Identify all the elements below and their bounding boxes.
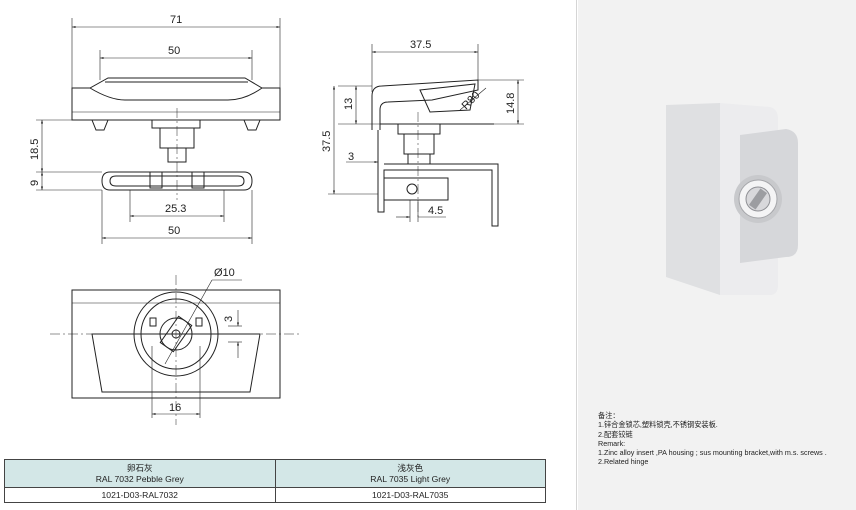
side-dim-4-5: 4.5 (428, 205, 443, 217)
front-view: 71 50 18.5 9 (29, 14, 281, 244)
side-view: 37.5 13 37.5 14.8 R80 3 (321, 39, 524, 227)
color-name-cn-7035: 浅灰色 (397, 462, 424, 473)
dim-50-bottom: 50 (168, 225, 180, 237)
product-code-7035: 1021-D03-RAL7035 (274, 487, 546, 503)
color-name-cn-7032: 卵石灰 (126, 462, 153, 473)
product-code-7032: 1021-D03-RAL7032 (4, 487, 276, 503)
bottom-dim-diameter: Ø10 (214, 267, 235, 279)
bottom-view: Ø10 3 16 (50, 267, 300, 425)
remarks-en-line-1: 1.Zinc alloy insert ,PA housing ; sus mo… (598, 448, 827, 458)
remarks-en-title: Remark: (598, 438, 626, 448)
color-name-en-7035: RAL 7035 Light Grey (370, 473, 451, 484)
remarks-cn-line-2: 2.配套铰链 (598, 429, 633, 439)
spec-table: 卵石灰 RAL 7032 Pebble Grey 浅灰色 RAL 7035 Li… (4, 459, 546, 503)
side-dim-13: 13 (343, 98, 355, 110)
dim-50-top: 50 (168, 45, 180, 57)
side-dim-37-5-top: 37.5 (410, 39, 431, 51)
bottom-dim-16: 16 (169, 402, 181, 414)
table-header-cell-7032: 卵石灰 RAL 7032 Pebble Grey (4, 459, 276, 488)
dim-9: 9 (29, 180, 41, 186)
bottom-dim-3: 3 (223, 316, 235, 322)
side-dim-37-5-vertical: 37.5 (321, 131, 333, 152)
table-header-row: 卵石灰 RAL 7032 Pebble Grey 浅灰色 RAL 7035 Li… (4, 459, 546, 488)
divider (576, 0, 577, 510)
side-dim-3: 3 (348, 151, 354, 163)
photo-panel (578, 0, 856, 510)
table-header-cell-7035: 浅灰色 RAL 7035 Light Grey (274, 459, 546, 488)
dim-25-3: 25.3 (165, 203, 186, 215)
side-dim-14-8: 14.8 (505, 93, 517, 114)
remarks-title: 备注： (598, 411, 620, 420)
remarks: 备注： 1.锌合金锁芯,塑料锁壳,不锈钢安装板. 2.配套铰链 Remark: … (598, 411, 856, 467)
remarks-en-line-2: 2.Related hinge (598, 457, 649, 467)
product-photo (666, 103, 798, 295)
table-row: 1021-D03-RAL7032 1021-D03-RAL7035 (4, 487, 546, 503)
color-name-en-7032: RAL 7032 Pebble Grey (95, 473, 184, 484)
remarks-cn-line-1: 1.锌合金锁芯,塑料锁壳,不锈钢安装板. (598, 420, 718, 430)
dim-18-5: 18.5 (29, 139, 41, 160)
dim-71: 71 (170, 14, 182, 26)
technical-drawing: 71 50 18.5 9 (29, 14, 524, 425)
